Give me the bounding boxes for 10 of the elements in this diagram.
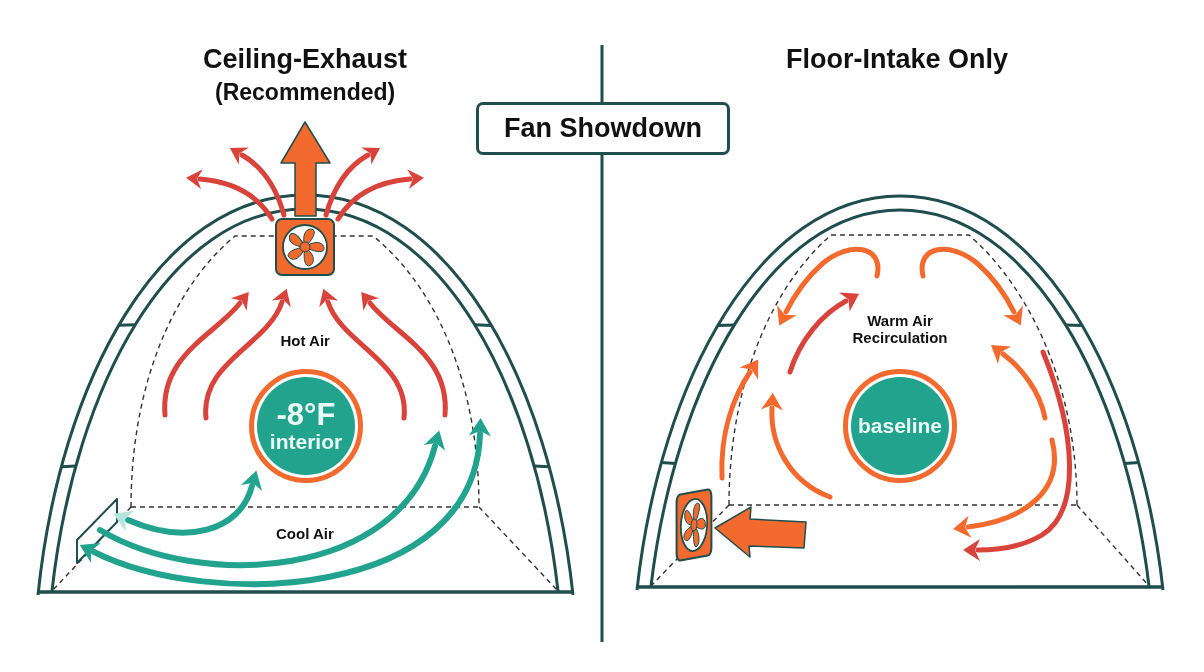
- airflow-label: Warm Air Recirculation: [851, 312, 949, 347]
- airflow-label: Cool Air: [276, 525, 334, 543]
- readout-caption: interior: [269, 431, 343, 454]
- panel-heading: Floor-Intake Only: [786, 44, 1009, 76]
- airflow-label: Hot Air: [280, 332, 330, 350]
- temperature-value: -8°F: [276, 398, 336, 432]
- panel-heading: Ceiling-Exhaust: [203, 44, 408, 76]
- panel-subheading: (Recommended): [215, 79, 396, 106]
- title-banner: Fan Showdown: [476, 102, 730, 155]
- readout-caption: baseline: [857, 414, 942, 437]
